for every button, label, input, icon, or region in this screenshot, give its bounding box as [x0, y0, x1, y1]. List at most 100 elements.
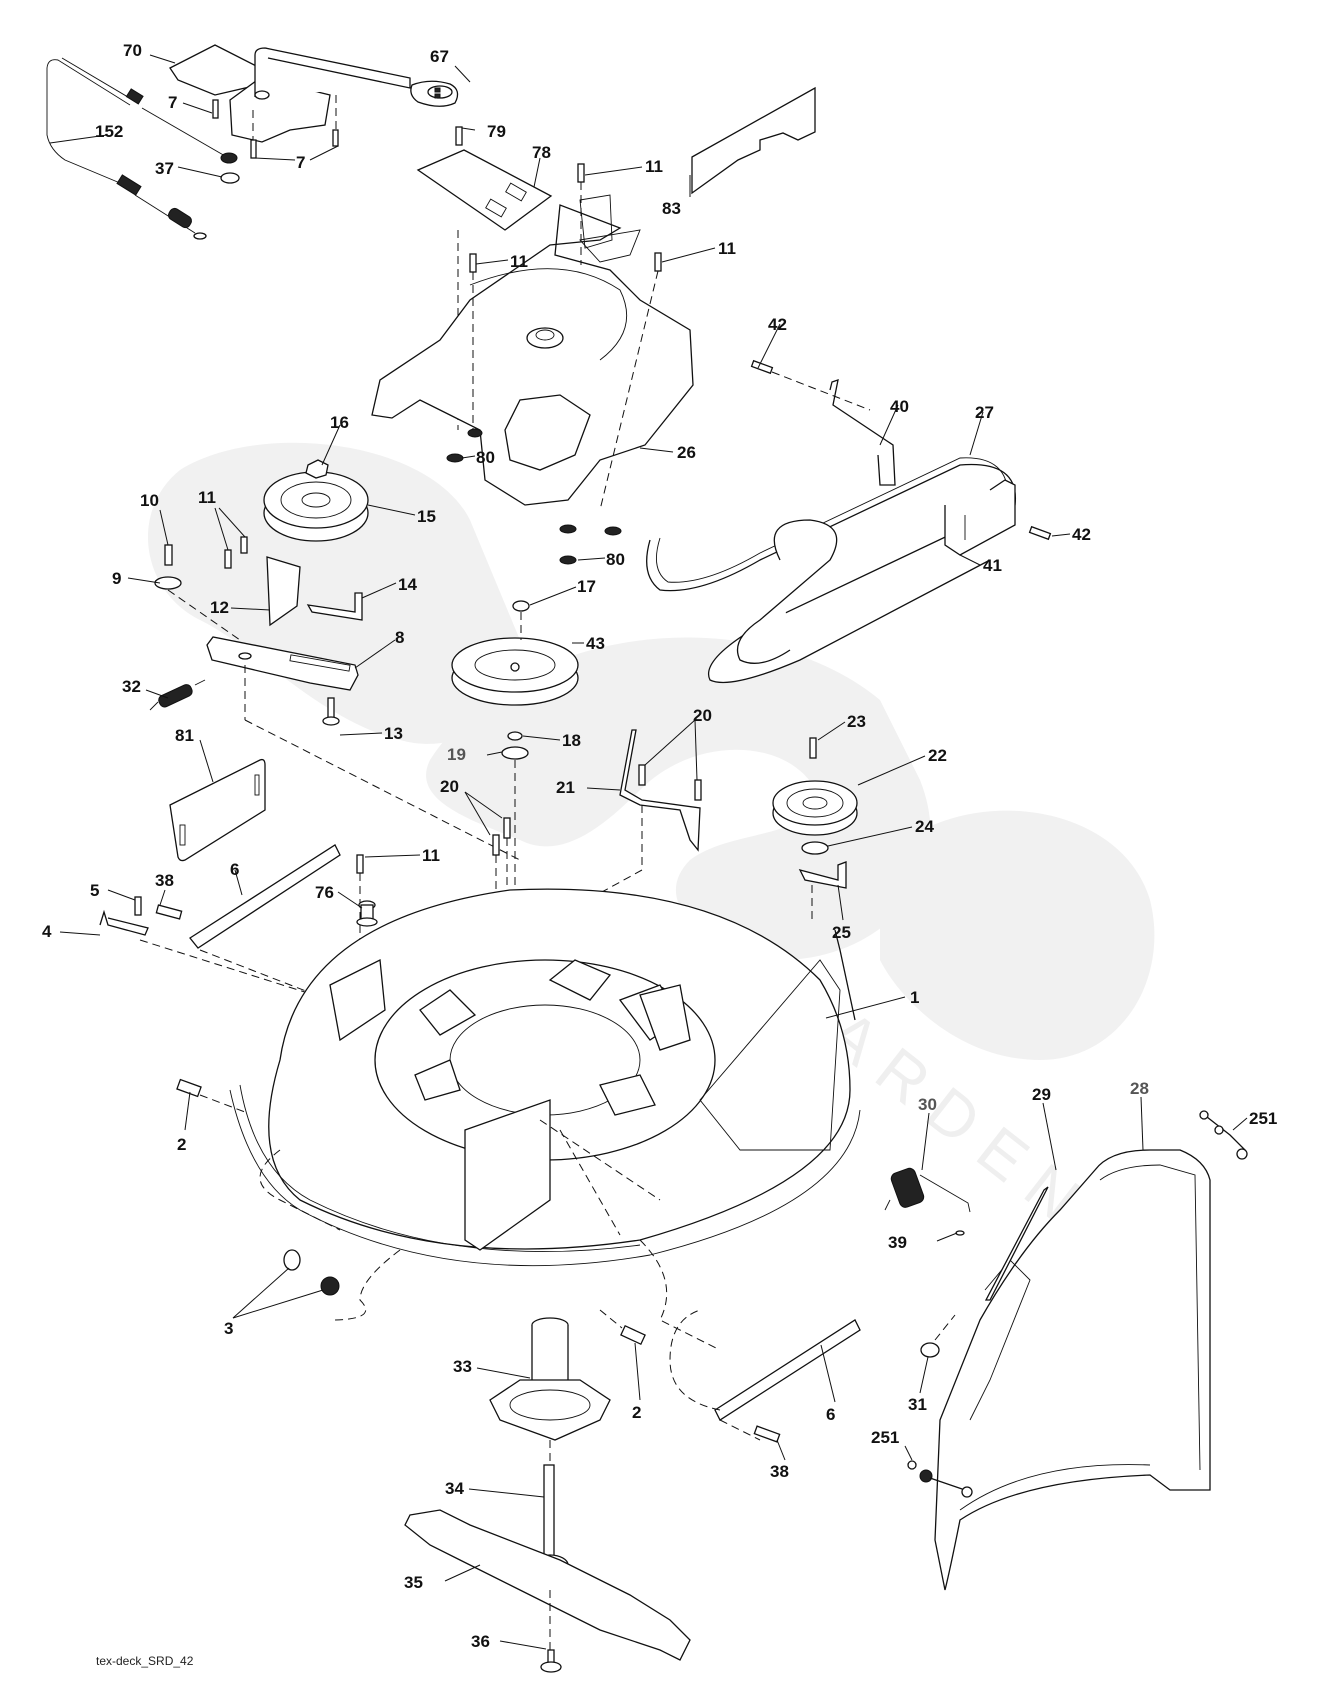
callout-32: 32: [122, 677, 141, 696]
callout-5: 5: [90, 881, 99, 900]
callout-11: 11: [198, 488, 216, 507]
part-idler-arm-8: [206, 636, 359, 691]
callout-38: 38: [155, 871, 174, 890]
callout-11: 11: [718, 239, 736, 258]
callout-27: 27: [975, 403, 994, 422]
callout-25: 25: [832, 923, 851, 942]
part-bolt-76: [356, 900, 378, 927]
part-belt-guide-40: [829, 379, 896, 486]
callout-14: 14: [398, 575, 417, 594]
callout-37: 37: [155, 159, 174, 178]
callout-19: 19: [447, 745, 466, 764]
callout-42: 42: [768, 315, 787, 334]
callout-2: 2: [177, 1135, 186, 1154]
callout-81: 81: [175, 726, 194, 745]
part-idler-pulley-22: [772, 737, 858, 855]
callout-8: 8: [395, 628, 404, 647]
part-bolts-7: [212, 95, 339, 159]
part-link-6-right: [669, 1309, 861, 1443]
part-nuts-80: [446, 428, 622, 565]
callout-40: 40: [890, 397, 909, 416]
callout-4: 4: [42, 922, 52, 941]
callout-9: 9: [112, 569, 121, 588]
callout-41: 41: [983, 556, 1002, 575]
callout-42: 42: [1072, 525, 1091, 544]
part-discharge-chute-28: [934, 1149, 1211, 1591]
callout-22: 22: [928, 746, 947, 765]
part-link-251-bottom: [907, 1460, 973, 1498]
part-idler-pulley-15: [263, 459, 369, 542]
part-pin-2-right: [599, 1309, 646, 1346]
part-height-knob: [410, 80, 459, 107]
part-link-6-left: [189, 844, 341, 949]
callout-80: 80: [606, 550, 625, 569]
part-belt-27: [646, 457, 1016, 684]
part-dashes-deck: [259, 1119, 721, 1351]
callout-34: 34: [445, 1479, 464, 1498]
callout-12: 12: [210, 598, 229, 617]
part-bolt-11-left: [356, 854, 364, 950]
callout-33: 33: [453, 1357, 472, 1376]
part-link-251-top: [1199, 1110, 1248, 1160]
callout-3: 3: [224, 1319, 233, 1338]
leader-dash-left-2: [199, 949, 356, 1011]
part-spring-32: [149, 679, 206, 711]
part-nuts-3: [283, 1249, 340, 1296]
callout-10: 10: [140, 491, 159, 510]
callout-70: 70: [123, 41, 142, 60]
callout-11: 11: [422, 846, 440, 865]
part-rod-29: [984, 1186, 1049, 1301]
diagram-reference-caption: tex-deck_SRD_42: [96, 1654, 194, 1668]
part-belt-guide-41: [944, 479, 1016, 556]
callout-80: 80: [476, 448, 495, 467]
part-washer-31: [920, 1314, 956, 1358]
part-belt-cover-26: [371, 194, 694, 506]
callout-35: 35: [404, 1573, 423, 1592]
part-bolt-36: [540, 1649, 562, 1673]
callout-18: 18: [562, 731, 581, 750]
part-lift-handle-bracket: [169, 44, 411, 143]
leader-lines: [49, 54, 1248, 1650]
part-pin-39: [955, 1230, 965, 1236]
callout-39: 39: [888, 1233, 907, 1252]
callout-76: 76: [315, 883, 334, 902]
callout-13: 13: [384, 724, 403, 743]
callout-7: 7: [168, 93, 177, 112]
callout-17: 17: [577, 577, 596, 596]
callout-31: 31: [908, 1395, 927, 1414]
part-bolt-5: [134, 896, 142, 916]
part-cable: [46, 57, 233, 240]
callout-83: 83: [662, 199, 681, 218]
callout-20: 20: [693, 706, 712, 725]
callout-79: 79: [487, 122, 506, 141]
part-cover-plate-78: [416, 126, 553, 430]
part-spindle-housing-33: [489, 1317, 611, 1465]
callout-11: 11: [645, 157, 663, 176]
callout-26: 26: [677, 443, 696, 462]
callout-251: 251: [871, 1428, 899, 1447]
callout-29: 29: [1032, 1085, 1051, 1104]
part-bracket-14: [306, 592, 363, 621]
callout-labels: 70 67 7 152 7 37 79 78 11 83 11 11 42 40…: [42, 41, 1277, 1651]
part-mower-deck-1: [229, 888, 861, 1267]
part-bolts-11-top: [469, 163, 662, 511]
callout-78: 78: [532, 143, 551, 162]
part-spring-30: [884, 1167, 971, 1213]
part-bolt-38-left: [155, 904, 183, 920]
part-pin-2-left: [176, 1078, 246, 1113]
callout-23: 23: [847, 712, 866, 731]
callout-67: 67: [430, 47, 449, 66]
callout-28: 28: [1130, 1079, 1149, 1098]
part-blade-35: [404, 1509, 691, 1661]
leader-dash-left: [139, 939, 331, 1001]
part-screws-42: [750, 359, 1052, 541]
callout-16: 16: [330, 413, 349, 432]
part-bracket-12: [266, 556, 301, 627]
callout-152: 152: [95, 122, 123, 141]
callout-6: 6: [230, 860, 239, 879]
callout-2: 2: [632, 1403, 641, 1422]
callout-6: 6: [826, 1405, 835, 1424]
part-spindle-pulley-43: [451, 600, 579, 1080]
callout-21: 21: [556, 778, 575, 797]
part-bolt-13: [244, 665, 521, 861]
